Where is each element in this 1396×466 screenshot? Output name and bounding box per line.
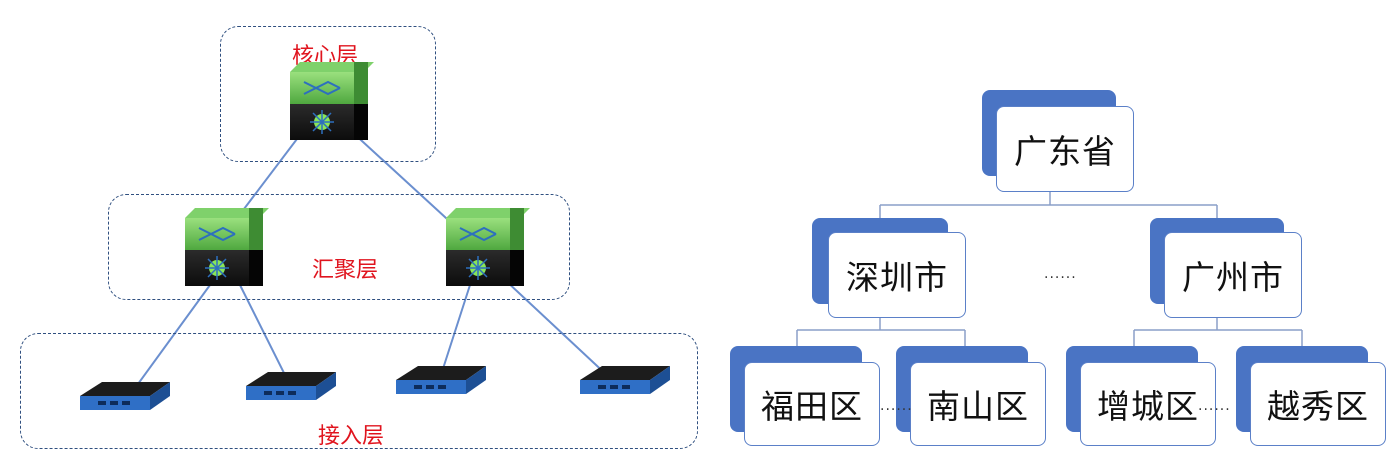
hierarchy-connectors [796,190,1303,350]
access-layer-box [20,333,698,449]
link-agg-right-access-3 [439,284,471,379]
link-agg-left-access-2 [239,284,291,386]
access-layer-label: 接入层 [318,424,385,449]
node-province: 广东省 [982,90,1134,192]
node-city-shenzhen: 深圳市 [812,218,966,318]
core-layer-box [220,26,436,162]
access-device-4-icon [580,366,670,394]
guangzhou-districts-ellipsis: ...... [1198,398,1231,414]
node-city-guangzhou: 广州市 [1150,218,1302,318]
shenzhen-districts-ellipsis: ...... [880,398,913,414]
district-yuexiu-label: 越秀区 [1250,362,1386,446]
node-district-futian: 福田区 [730,346,880,446]
node-district-zengcheng: 增城区 [1066,346,1216,446]
link-agg-left-access-1 [129,284,211,396]
aggregation-layer-label: 汇聚层 [312,258,379,283]
district-zengcheng-label: 增城区 [1080,362,1216,446]
access-device-2-icon [246,372,336,400]
city-guangzhou-label: 广州市 [1164,232,1302,318]
core-switch-icon [290,62,374,142]
access-device-3-icon [396,366,486,394]
link-agg-right-access-4 [504,279,611,379]
cities-ellipsis: ...... [1044,266,1077,282]
aggregation-layer-box [108,194,570,300]
node-district-yuexiu: 越秀区 [1236,346,1386,446]
node-district-nanshan: 南山区 [896,346,1046,446]
district-nanshan-label: 南山区 [910,362,1046,446]
aggregation-switch-right-icon [446,208,530,288]
aggregation-switch-left-icon [185,208,269,288]
district-futian-label: 福田区 [744,362,880,446]
province-label: 广东省 [996,106,1134,192]
access-device-1-icon [80,382,170,410]
city-shenzhen-label: 深圳市 [828,232,966,318]
